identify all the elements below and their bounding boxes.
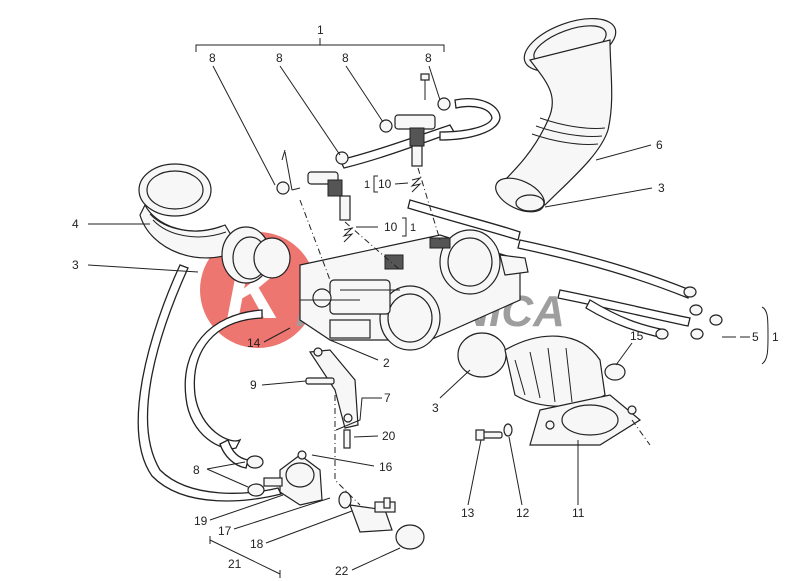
- callout-20: 20: [382, 429, 396, 443]
- hose-clamps-right: [655, 286, 723, 340]
- callout-7: 7: [384, 391, 391, 405]
- manifold-bolts: [475, 423, 513, 441]
- callout-1-near-10a: 1: [364, 179, 370, 191]
- throttle-body-assembly: [299, 229, 529, 351]
- hose-clamps: [253, 194, 545, 378]
- callout-16: 16: [379, 460, 393, 474]
- callout-21: 21: [228, 557, 242, 571]
- callout-18: 18: [250, 537, 264, 551]
- callout-15: 15: [630, 329, 644, 343]
- callout-19: 19: [194, 514, 208, 528]
- callout-1-near-10b: 1: [410, 222, 416, 234]
- callout-8-a: 8: [209, 51, 216, 65]
- callout-3-right: 3: [658, 181, 665, 195]
- callout-3-bottom: 3: [432, 401, 439, 415]
- callout-8-b: 8: [276, 51, 283, 65]
- callout-8-e: 8: [193, 463, 200, 477]
- bottom-valve-assembly: [246, 450, 425, 550]
- intake-duct-right: [495, 18, 617, 213]
- callout-labels: 1 8 8 8 8 6 3 1 10 10 1 4 3 14 2 15 5 1 …: [72, 23, 779, 578]
- group-bracket-bottom: [209, 536, 281, 578]
- callout-14: 14: [247, 336, 261, 350]
- callout-10-b: 10: [384, 220, 398, 234]
- callout-1-top: 1: [317, 23, 324, 37]
- bracket-and-screws: [305, 347, 361, 506]
- group-bracket-top: [195, 38, 445, 52]
- callout-22: 22: [335, 564, 349, 578]
- callout-8-c: 8: [342, 51, 349, 65]
- callout-17: 17: [218, 524, 232, 538]
- group-bracket-right: [740, 306, 769, 365]
- intake-funnel-left: [138, 163, 271, 284]
- callout-9: 9: [250, 378, 257, 392]
- callout-8-d: 8: [425, 51, 432, 65]
- callout-13: 13: [461, 506, 475, 520]
- leader-lines: [87, 65, 736, 571]
- callout-11: 11: [572, 506, 585, 520]
- callout-5: 5: [752, 330, 759, 344]
- callout-3-left: 3: [72, 258, 79, 272]
- callout-4: 4: [72, 217, 79, 231]
- callout-2: 2: [383, 356, 390, 370]
- callout-1-right: 1: [772, 330, 779, 344]
- callout-10-a: 10: [378, 177, 392, 191]
- intake-manifold: [504, 335, 651, 446]
- vacuum-line-fittings: [276, 73, 451, 281]
- callout-12: 12: [516, 506, 530, 520]
- callout-6: 6: [656, 138, 663, 152]
